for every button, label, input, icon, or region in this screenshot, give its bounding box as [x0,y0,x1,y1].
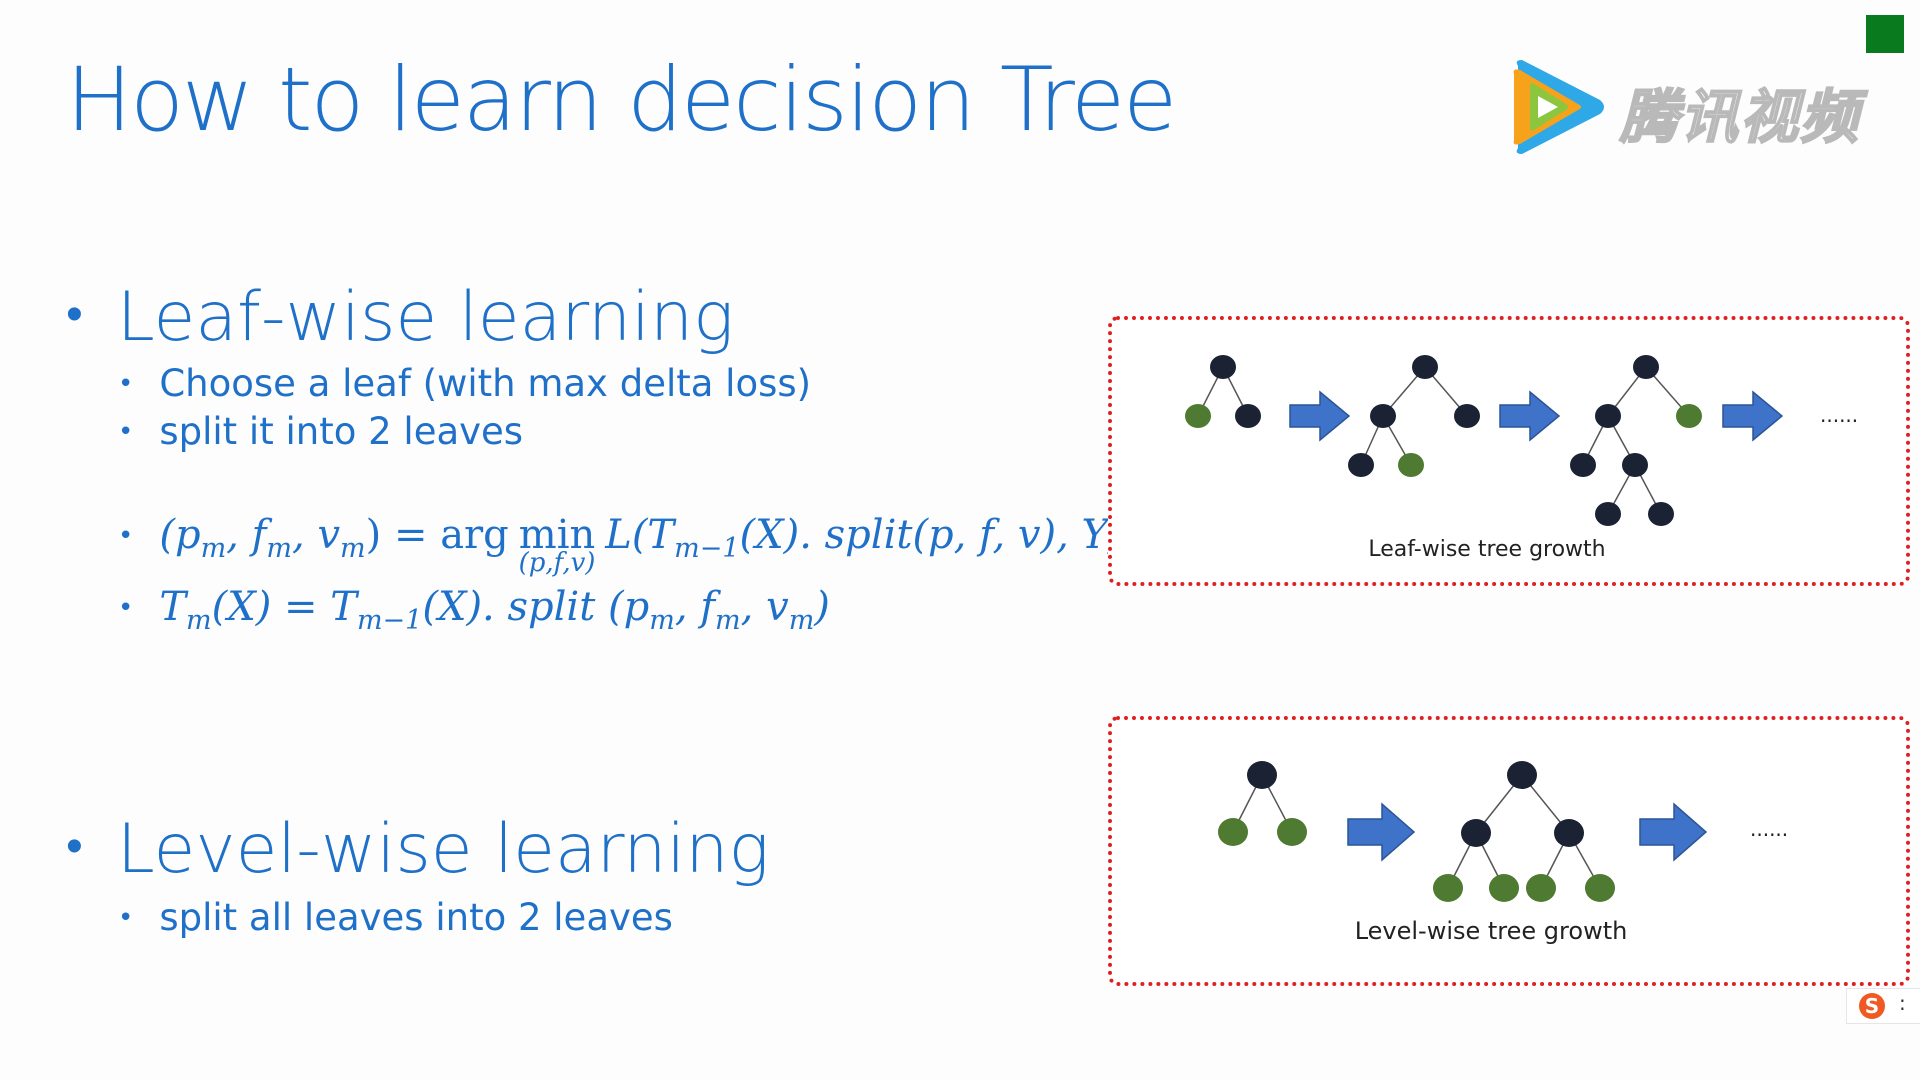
arrow-right-icon [1639,802,1708,862]
tencent-video-logo: 腾讯视频 [1500,52,1880,162]
bullet-dot: • [118,593,134,623]
ellipsis: ...... [1820,403,1858,427]
tree-node-green [1433,874,1463,902]
leafwise-diagram: ...... Leaf-wise tree growth [1108,316,1910,586]
leafwise-caption: Leaf-wise tree growth [1368,537,1605,562]
sogou-icon: S [1859,993,1885,1019]
corner-indicator [1866,15,1904,53]
arrow-right-icon [1499,390,1561,442]
tree-node-dark [1235,404,1261,428]
ellipsis: ...... [1750,817,1788,841]
leafwise-point-2-text: split it into 2 leaves [159,410,524,453]
levelwise-diagram: ...... Level-wise tree growth [1108,716,1910,986]
leafwise-point-1: • Choose a leaf (with max delta loss) [118,362,811,405]
tree-nodes-stage-3 [1570,355,1702,526]
tree-node-dark [1247,761,1277,789]
formula-update-text: Tm(X) = Tm−1(X). split (pm, fm, vm) [159,584,830,636]
bullet-dot: • [118,521,134,551]
tree-node-dark [1461,819,1491,847]
play-logo-icon [1513,60,1604,154]
tree-node-green [1585,874,1615,902]
leafwise-heading: • Leaf-wise learning [66,278,734,357]
tree-nodes-stage-1 [1185,355,1261,428]
tree-nodes-stage-1 [1218,761,1307,846]
tree-node-green [1277,818,1307,846]
tree-node-green [1218,818,1248,846]
tree-node-dark [1633,355,1659,379]
bullet-dot: • [118,369,134,399]
tree-node-dark [1570,453,1596,477]
tree-node-dark [1648,502,1674,526]
levelwise-caption: Level-wise tree growth [1355,917,1628,945]
ime-indicator[interactable]: S : [1846,988,1920,1024]
tree-node-dark [1595,502,1621,526]
leafwise-point-2: • split it into 2 leaves [118,410,523,453]
arrow-right-icon [1722,390,1784,442]
levelwise-diagram-svg: ...... Level-wise tree growth [1218,761,1788,945]
leafwise-heading-text: Leaf-wise learning [116,278,734,357]
tree-node-dark [1210,355,1236,379]
tree-node-green [1489,874,1519,902]
logo-text: 腾讯视频 [1619,82,1861,152]
arrow-right-icon [1347,802,1416,862]
formula-update: • Tm(X) = Tm−1(X). split (pm, fm, vm) [118,584,830,636]
arrow-right-icon [1289,390,1351,442]
levelwise-point-1: • split all leaves into 2 leaves [118,896,673,939]
tree-nodes-stage-2 [1348,355,1480,477]
tree-node-dark [1348,453,1374,477]
levelwise-heading: • Level-wise learning [66,810,769,889]
tree-nodes-stage-2 [1433,761,1615,902]
slide-title: How to learn decision Tree [66,48,1177,151]
tree-node-green [1526,874,1556,902]
tree-node-green [1676,404,1702,428]
tree-node-dark [1507,761,1537,789]
tree-node-dark [1412,355,1438,379]
levelwise-point-1-text: split all leaves into 2 leaves [159,896,673,939]
bullet-dot: • [66,286,83,342]
tree-node-dark [1370,404,1396,428]
bullet-dot: • [118,903,134,933]
tree-node-dark [1454,404,1480,428]
tree-node-dark [1554,819,1584,847]
tree-node-dark [1595,404,1621,428]
ime-extra: : [1899,991,1906,1015]
tree-node-green [1398,453,1424,477]
bullet-dot: • [118,417,134,447]
bullet-dot: • [66,818,83,874]
levelwise-heading-text: Level-wise learning [116,810,770,889]
leafwise-diagram-svg: ...... Leaf-wise tree growth [1185,355,1858,562]
leafwise-point-1-text: Choose a leaf (with max delta loss) [159,362,812,405]
tree-node-dark [1622,453,1648,477]
tree-node-green [1185,404,1211,428]
